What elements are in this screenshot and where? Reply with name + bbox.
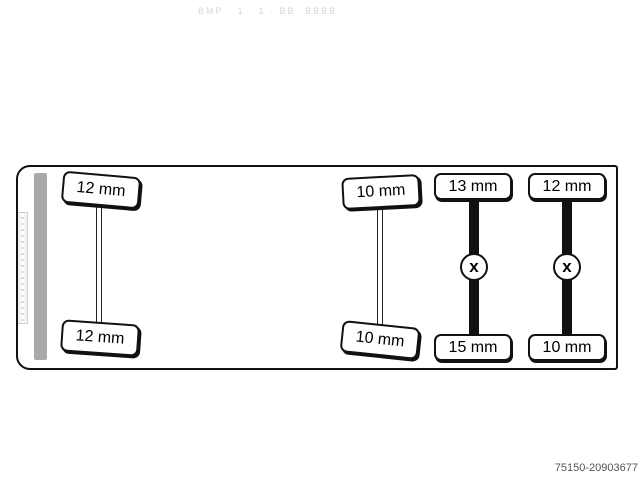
tread-depth-label: 10 mm bbox=[542, 338, 592, 356]
axle-4-lift-marker: x bbox=[553, 253, 581, 281]
axle-1-shaft bbox=[96, 206, 102, 330]
tread-depth-label: 10 mm bbox=[356, 181, 406, 202]
axle-2-shaft bbox=[377, 206, 383, 330]
tread-depth-label: 13 mm bbox=[448, 177, 498, 195]
hitch-bar bbox=[34, 173, 47, 360]
axle-4-bottom-tyre: 10 mm bbox=[528, 334, 606, 361]
axle-4-top-tyre: 12 mm bbox=[528, 173, 606, 200]
x-icon: x bbox=[562, 257, 572, 276]
tread-depth-label: 10 mm bbox=[354, 328, 406, 351]
tread-depth-label: 12 mm bbox=[75, 327, 126, 348]
x-icon: x bbox=[469, 257, 479, 276]
header-faint-text: ВМР · 1 · 1 · ВВ ·ВВВВ bbox=[198, 6, 338, 16]
axle-3-lift-marker: x bbox=[460, 253, 488, 281]
axle-2-top-tyre: 10 mm bbox=[341, 173, 421, 211]
axle-3-bottom-tyre: 15 mm bbox=[434, 334, 512, 361]
axle-3-top-tyre: 13 mm bbox=[434, 173, 512, 200]
tread-depth-label: 15 mm bbox=[448, 338, 498, 356]
stock-id: 75150-20903677 bbox=[554, 462, 638, 474]
tread-depth-label: 12 mm bbox=[542, 177, 592, 195]
axle-1-top-tyre: 12 mm bbox=[60, 170, 142, 210]
tread-depth-label: 12 mm bbox=[75, 178, 127, 201]
axle-1-bottom-tyre: 12 mm bbox=[59, 319, 141, 357]
hitch-plate bbox=[18, 212, 28, 324]
